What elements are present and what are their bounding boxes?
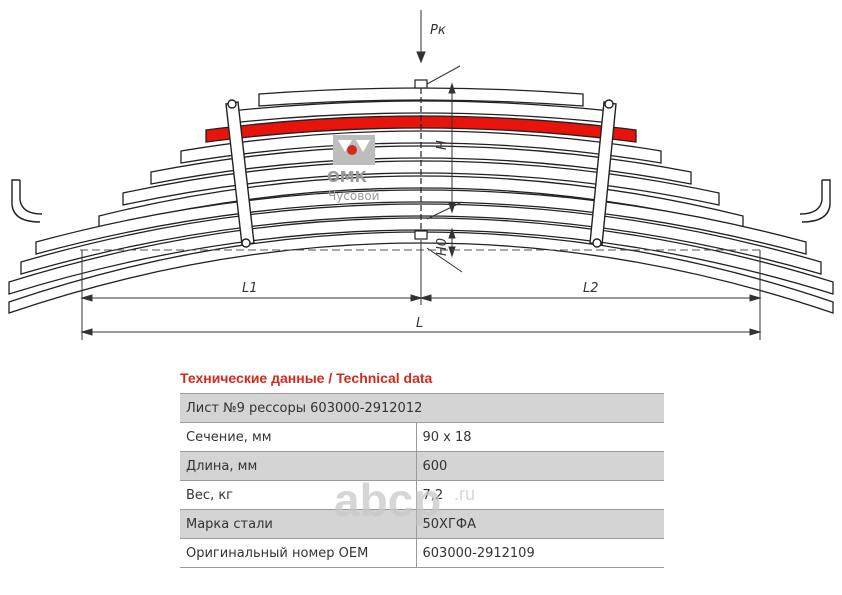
spec-value: 603000-2912109 bbox=[416, 538, 664, 568]
spec-title: Технические данные / Technical data bbox=[180, 370, 433, 386]
l1-label: L1 bbox=[242, 281, 258, 296]
spring-leaf bbox=[122, 160, 720, 206]
height-label: H bbox=[435, 140, 450, 150]
load-arrow bbox=[416, 10, 426, 64]
spring-leaf bbox=[20, 203, 822, 275]
l-label: L bbox=[416, 316, 423, 331]
right-eye bbox=[801, 179, 831, 223]
l2-label: L2 bbox=[583, 281, 599, 296]
spec-label: Длина, мм bbox=[180, 451, 417, 481]
left-eye-inner bbox=[19, 180, 43, 215]
abcp-watermark: abcp .ru bbox=[334, 474, 475, 526]
spec-value: 7,2 bbox=[416, 480, 664, 510]
logo-sub: Чусовой bbox=[328, 189, 379, 203]
watermark-suffix: .ru bbox=[454, 484, 475, 504]
omk-logo: ОМК Чусовой bbox=[327, 135, 379, 203]
height-dimension bbox=[426, 65, 463, 220]
left-clamp bbox=[225, 99, 255, 248]
spec-row: Оригинальный номер OEM 603000-2912109 bbox=[180, 538, 664, 568]
load-label: Pк bbox=[430, 23, 446, 38]
watermark-main: abcp bbox=[334, 474, 441, 526]
length-dimensions bbox=[80, 240, 762, 340]
left-eye bbox=[11, 179, 41, 223]
h0-dimension bbox=[426, 227, 463, 273]
spring-leaf bbox=[8, 231, 834, 314]
spec-value: 90 x 18 bbox=[416, 422, 664, 452]
spec-row: Длина, мм 600 bbox=[180, 451, 664, 481]
spring-leaf bbox=[35, 189, 807, 255]
spec-label: Оригинальный номер OEM bbox=[180, 538, 417, 568]
h0-label: H0 bbox=[435, 238, 450, 256]
spec-label: Сечение, мм bbox=[180, 422, 417, 452]
spec-label: Вес, кг bbox=[180, 480, 417, 510]
spec-row: Марка стали 50ХГФА bbox=[180, 509, 664, 539]
spec-row: Сечение, мм 90 x 18 bbox=[180, 422, 664, 452]
logo-brand: ОМК bbox=[327, 168, 368, 186]
leaf-spring-drawing: ОМК Чусовой Pк H H0 L1 bbox=[8, 10, 834, 340]
spec-label: Марка стали bbox=[180, 509, 417, 539]
spec-header-row: Лист №9 рессоры 603000-2912012 bbox=[180, 393, 664, 423]
spec-value: 600 bbox=[416, 451, 664, 481]
right-eye-inner bbox=[799, 180, 823, 215]
center-bolt bbox=[414, 79, 428, 240]
spring-leaf bbox=[150, 145, 692, 185]
spec-value: 50ХГФА bbox=[416, 509, 664, 539]
spec-table: Лист №9 рессоры 603000-2912012 Сечение, … bbox=[180, 393, 664, 568]
spring-leaf bbox=[8, 217, 834, 295]
right-clamp bbox=[589, 99, 617, 248]
spec-row: Вес, кг 7,2 bbox=[180, 480, 664, 510]
spec-header: Лист №9 рессоры 603000-2912012 bbox=[180, 393, 664, 423]
highlighted-leaf bbox=[205, 115, 637, 143]
spring-leaves bbox=[8, 87, 834, 314]
spring-leaf bbox=[180, 130, 662, 164]
